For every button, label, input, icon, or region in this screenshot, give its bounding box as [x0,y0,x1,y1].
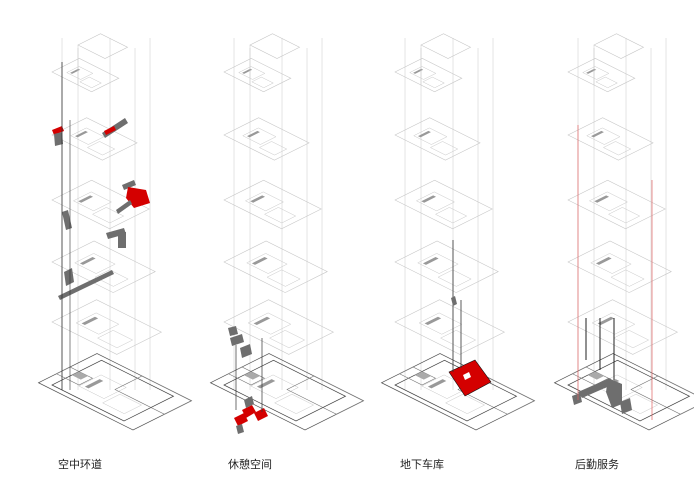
ring-road-segment [64,268,74,286]
room-outline [596,77,617,88]
core-wall [425,317,442,325]
room-outline [267,270,300,287]
core-wall [80,257,96,265]
core-wall [75,131,88,137]
ground-floor-core [244,372,260,380]
ground-floor-core [415,372,431,380]
room-outline [609,207,640,223]
garage-core [451,296,457,306]
core-wall [70,69,80,74]
core-wall [247,131,260,137]
floor-outline [224,300,333,355]
ground-floor-wing [115,376,192,414]
ground-floor-plan [555,354,694,431]
floor-outline [395,241,498,293]
ground-floor-plan [39,354,192,431]
floor-outline [395,180,492,229]
core-wall [421,195,436,202]
panel-2 [211,34,364,434]
ring-road-segment [62,210,72,230]
core-wall [242,69,252,74]
floor-outline [568,241,671,293]
room-outline [80,77,101,88]
ground-floor-wing [287,376,364,414]
room-outline [87,141,114,155]
core-wall [78,195,93,202]
caption-rest-space: 休憩空间 [228,456,272,472]
roof-box [421,34,471,59]
core-wall [423,257,439,265]
panel-3 [382,34,535,430]
floor-outline [568,180,665,229]
room-outline [441,330,476,348]
room-outline [252,77,273,88]
floor-outline [52,300,161,355]
rest-space-dark [228,326,238,336]
ground-floor-plan [382,354,535,431]
room-outline [259,141,286,155]
floor-outline [568,118,653,161]
ground-floor-core [72,372,88,380]
ring-road-segment [116,200,132,214]
roof-box [78,34,128,59]
core-wall [413,69,423,74]
floor-outline [395,300,504,355]
floor-outline [224,118,309,161]
room-outline [430,141,457,155]
ground-floor-plan [211,354,364,431]
core-wall [591,131,604,137]
panel-4 [555,34,694,430]
room-outline [438,270,471,287]
panel-1 [39,34,192,430]
floor-outline [395,118,480,161]
core-wall [250,195,265,202]
caption-logistics-service: 后勤服务 [575,456,619,472]
room-outline [611,270,644,287]
core-wall [594,195,609,202]
room-outline [270,330,305,348]
room-outline [98,330,133,348]
roof-box [250,34,300,59]
core-wall [82,317,99,325]
caption-underground-garage: 地下车库 [400,456,444,472]
roof-box [594,34,644,59]
core-wall [586,69,596,74]
floor-outline [224,360,346,421]
floor-outline [224,241,327,293]
room-outline [265,207,296,223]
floor-outline [568,300,677,355]
rest-space-dark [230,334,244,346]
room-outline [436,207,467,223]
caption-sky-ring-road: 空中环道 [58,456,102,472]
ground-floor-wing [631,376,694,414]
core-wall [254,317,271,325]
room-outline [446,394,485,413]
service-dark-bar [606,378,622,408]
room-outline [275,394,314,413]
ring-road-segment [118,232,126,248]
floor-outline [224,180,321,229]
core-wall [596,257,612,265]
rest-space-red [254,408,268,421]
core-wall [252,257,268,265]
room-outline [603,141,630,155]
room-outline [423,77,444,88]
rest-space-dark [236,424,244,434]
ground-floor-core [588,372,604,380]
room-outline [103,394,142,413]
room-outline [614,330,649,348]
core-wall [418,131,431,137]
